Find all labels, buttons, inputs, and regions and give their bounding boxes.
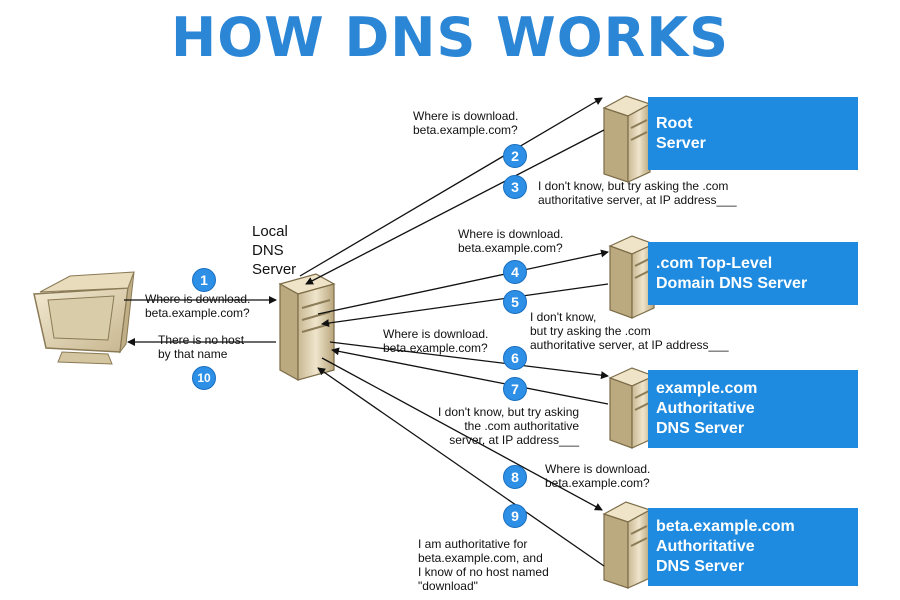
step-badge-4: 4 bbox=[503, 260, 527, 284]
root-server-label-1: Root bbox=[656, 114, 693, 132]
example-server-panel: example.com Authoritative DNS Server bbox=[648, 370, 858, 448]
root-server-icon bbox=[602, 95, 652, 183]
example-server-label-2: Authoritative bbox=[656, 400, 755, 417]
example-server-label-1: example.com bbox=[656, 380, 758, 397]
message-line: I am authoritative for bbox=[418, 537, 528, 551]
message-answer-beta: I am authoritative for beta.example.com,… bbox=[418, 537, 549, 593]
step-badge-9: 9 bbox=[503, 504, 527, 528]
arrow-step-5 bbox=[321, 283, 609, 327]
message-line: by that name bbox=[158, 347, 228, 361]
arrows bbox=[124, 97, 609, 567]
beta-server-label-1: beta.example.com bbox=[656, 518, 795, 535]
step-badge-8: 8 bbox=[503, 465, 527, 489]
message-line: Where is download. bbox=[458, 227, 564, 241]
message-line: I don't know, but try asking the .com bbox=[538, 179, 729, 193]
local-label-line-1: Local bbox=[252, 223, 288, 240]
message-line: Where is download. bbox=[413, 109, 519, 123]
arrow-step-9 bbox=[317, 367, 605, 567]
step-badge-3: 3 bbox=[503, 175, 527, 199]
message-query-example: Where is download. beta.example.com? bbox=[383, 327, 488, 355]
message-line: "download" bbox=[418, 579, 478, 593]
message-query-beta: Where is download. beta.example.com? bbox=[545, 462, 650, 490]
step-badge-5: 5 bbox=[503, 290, 527, 314]
message-line: Where is download. bbox=[383, 327, 489, 341]
message-answer-tld: I don't know, but try asking the .com au… bbox=[530, 310, 729, 352]
local-dns-server-label: Local DNS Server bbox=[252, 222, 296, 279]
local-dns-server-icon bbox=[278, 273, 336, 382]
message-query-tld: Where is download. beta.example.com? bbox=[458, 227, 563, 255]
message-line: I know of no host named bbox=[418, 565, 549, 579]
arrow-step-6 bbox=[329, 341, 609, 380]
step-badge-1: 1 bbox=[192, 268, 216, 292]
message-answer-root: I don't know, but try asking the .com au… bbox=[538, 179, 737, 207]
step-badge-2: 2 bbox=[503, 144, 527, 168]
message-line: Where is download. bbox=[145, 292, 251, 306]
page-title: HOW DNS WORKS bbox=[171, 6, 729, 69]
tld-server-panel: .com Top-Level Domain DNS Server bbox=[648, 242, 858, 305]
arrow-step-8 bbox=[321, 357, 603, 511]
message-line: There is no host bbox=[158, 333, 245, 347]
message-line: authoritative server, at IP address___ bbox=[530, 338, 729, 352]
beta-server-icon bbox=[602, 501, 652, 589]
message-line: the .com authoritative bbox=[464, 419, 580, 433]
message-line: beta.example.com? bbox=[413, 123, 518, 137]
message-line: I don't know, bbox=[530, 310, 597, 324]
client-computer-icon bbox=[33, 271, 135, 365]
root-server-panel: Root Server bbox=[648, 97, 858, 170]
message-line: server, at IP address___ bbox=[449, 433, 580, 447]
tld-server-label-2: Domain DNS Server bbox=[656, 274, 808, 292]
message-line: beta.example.com? bbox=[545, 476, 650, 490]
local-label-line-2: DNS bbox=[252, 242, 284, 259]
step-badge-6: 6 bbox=[503, 346, 527, 370]
arrow-step-7 bbox=[331, 347, 609, 405]
message-line: authoritative server, at IP address___ bbox=[538, 193, 737, 207]
message-query-client: Where is download. beta.example.com? bbox=[145, 292, 250, 320]
message-answer-client: There is no host by that name bbox=[158, 333, 244, 361]
arrow-step-4 bbox=[317, 249, 609, 315]
message-line: but try asking the .com bbox=[530, 324, 651, 338]
example-server-label-3: DNS Server bbox=[656, 420, 745, 437]
message-line: beta.example.com? bbox=[458, 241, 563, 255]
beta-server-label-2: Authoritative bbox=[656, 538, 755, 555]
message-line: beta.example.com? bbox=[145, 306, 250, 320]
arrow-step-3 bbox=[305, 129, 605, 285]
step-badge-10: 10 bbox=[192, 366, 216, 390]
step-badge-7: 7 bbox=[503, 377, 527, 401]
message-line: beta.example.com, and bbox=[418, 551, 543, 565]
message-line: Where is download. bbox=[545, 462, 651, 476]
message-line: I don't know, but try asking bbox=[438, 405, 580, 419]
root-server-label-2: Server bbox=[656, 134, 706, 152]
message-answer-example: I don't know, but try asking the .com au… bbox=[438, 405, 579, 447]
message-line: beta.example.com? bbox=[383, 341, 488, 355]
tld-server-label-1: .com Top-Level bbox=[656, 254, 773, 272]
local-label-line-3: Server bbox=[252, 261, 297, 278]
beta-server-label-3: DNS Server bbox=[656, 558, 745, 575]
message-query-root: Where is download. beta.example.com? bbox=[413, 109, 518, 137]
beta-server-panel: beta.example.com Authoritative DNS Serve… bbox=[648, 508, 858, 586]
arrow-step-2 bbox=[299, 97, 603, 277]
